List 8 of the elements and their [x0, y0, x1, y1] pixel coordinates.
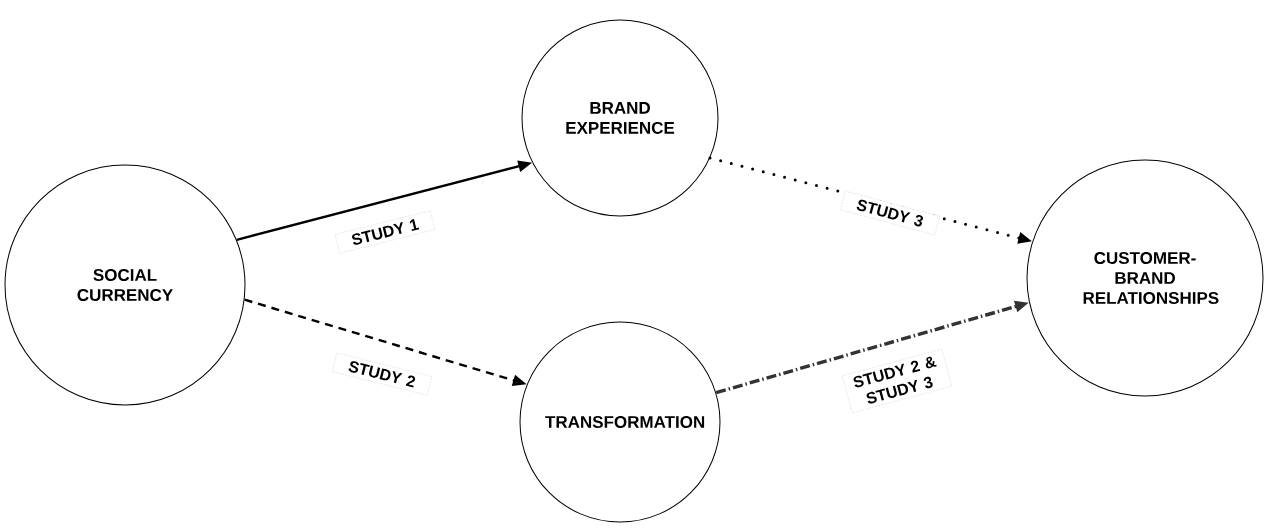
edge-label: STUDY 1 — [334, 210, 436, 254]
edge-label: STUDY 2 — [331, 352, 433, 396]
edge-label: STUDY 2 & STUDY 3 — [842, 348, 952, 414]
circle-node: SOCIAL CURRENCY — [4, 164, 246, 406]
circle-node: CUSTOMER-BRAND RELATIONSHIPS — [1026, 159, 1264, 397]
circle-node: BRAND EXPERIENCE — [521, 19, 719, 217]
edge-label: STUDY 3 — [839, 190, 941, 236]
circle-node: TRANSFORMATION — [519, 321, 721, 523]
